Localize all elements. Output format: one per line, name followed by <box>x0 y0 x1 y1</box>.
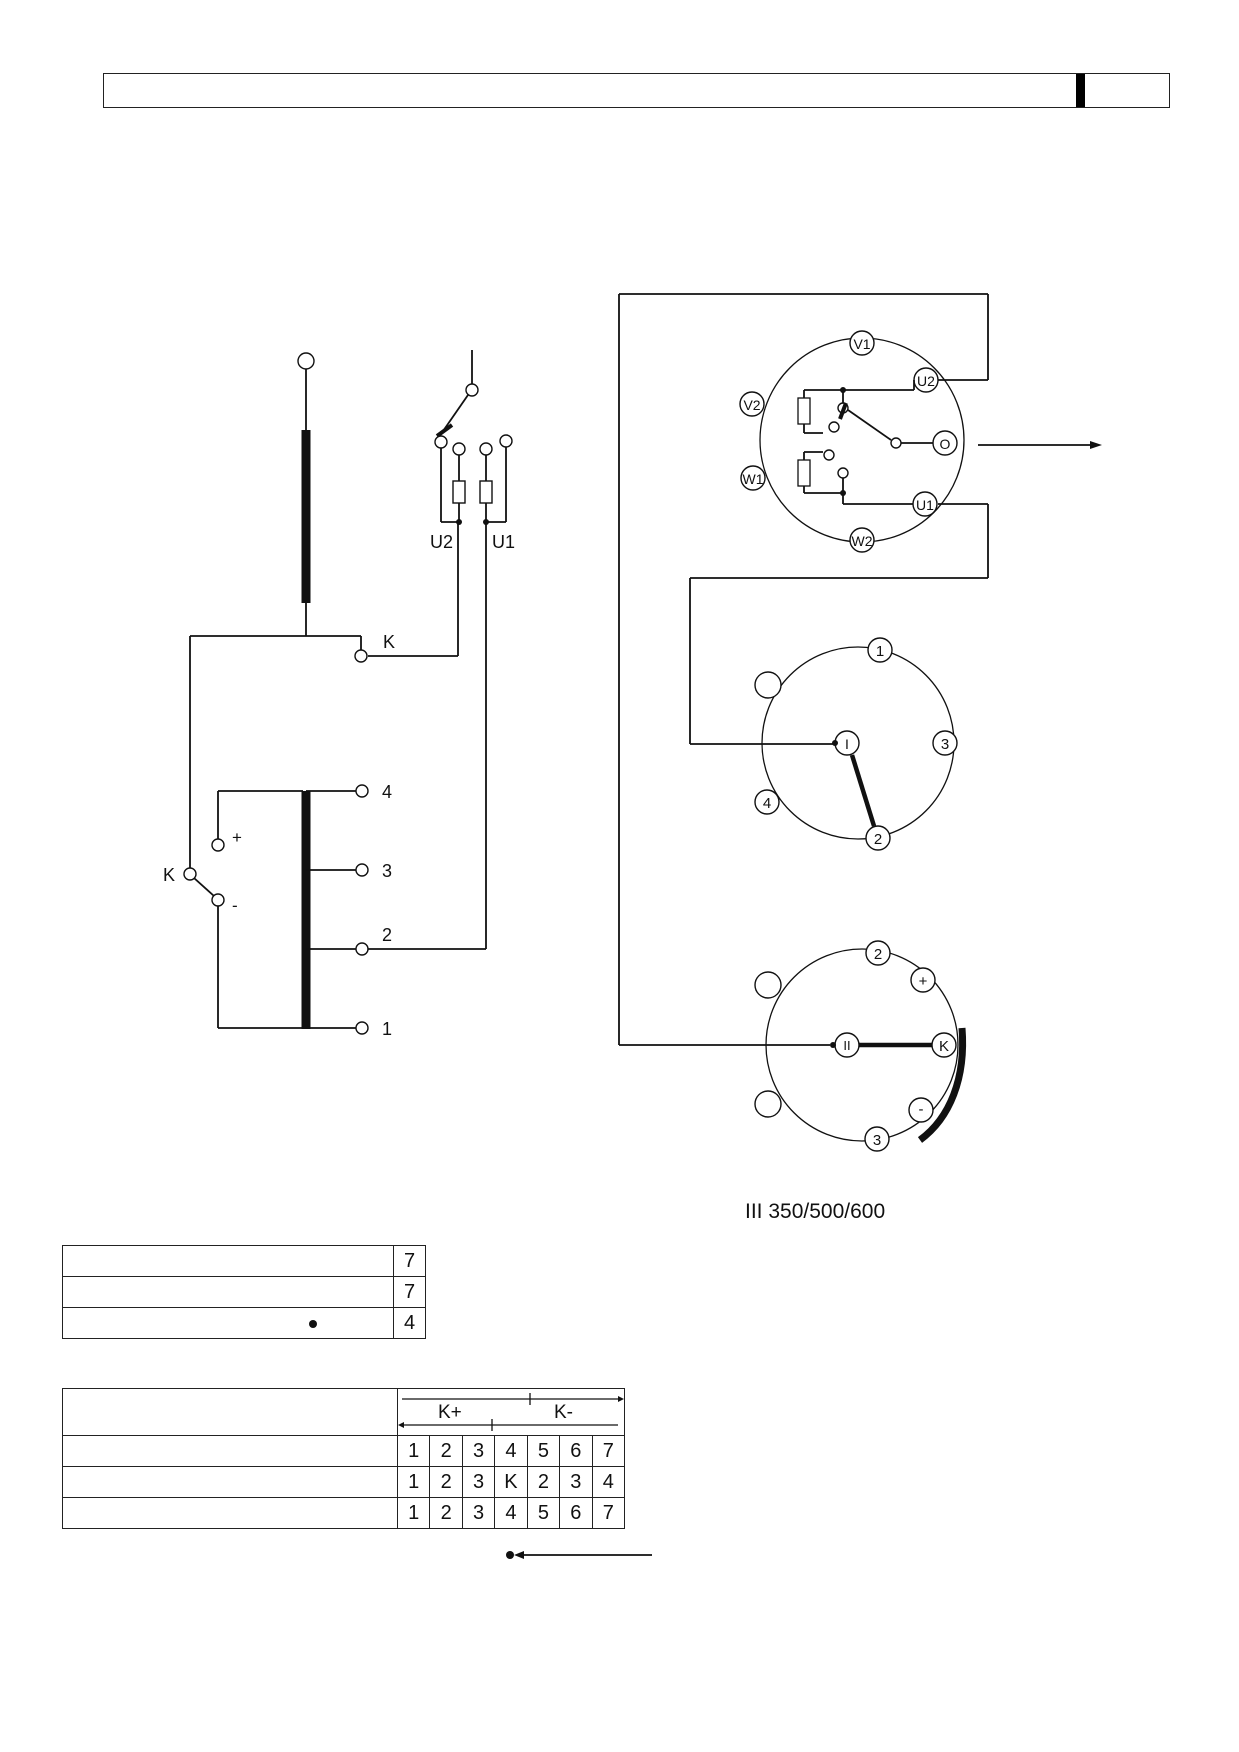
top-u1-label: U1 <box>916 497 934 513</box>
u2-label: U2 <box>430 532 453 552</box>
table-cell: 1 <box>396 1497 431 1529</box>
plus-terminal <box>211 838 225 852</box>
mid-2-label: 2 <box>874 831 882 848</box>
table-cell: 2 <box>429 1466 463 1498</box>
k-plus-label: K+ <box>438 1402 462 1423</box>
k-left-label: K <box>163 865 175 885</box>
tap-1-terminal <box>355 1021 369 1035</box>
bot-k-label: K <box>939 1038 949 1055</box>
table-a-value: 7 <box>393 1276 426 1308</box>
left-schematic: U2 U1 K K + - 4 3 2 1 <box>163 350 515 1039</box>
table-row: 1 2 3 4 5 6 7 <box>62 1497 626 1529</box>
table-cell: 3 <box>461 1497 496 1529</box>
table-cell: 2 <box>526 1466 561 1498</box>
minus-terminal <box>211 893 225 907</box>
k-terminal <box>354 649 368 663</box>
tap-3-label: 3 <box>382 861 392 881</box>
bot-2-label: 2 <box>874 946 882 963</box>
table-cell: 5 <box>526 1497 561 1529</box>
table-a-value: 4 <box>393 1307 426 1339</box>
table-cell: 3 <box>461 1435 496 1467</box>
mid-1-label: 1 <box>876 643 884 660</box>
table-row: 7 <box>62 1276 426 1308</box>
table-cell: 6 <box>559 1497 593 1529</box>
tap-4-label: 4 <box>382 782 392 802</box>
table-b-label-cell <box>62 1497 398 1529</box>
table-a-label-cell <box>62 1276 394 1308</box>
bot-plus-label: + <box>919 973 928 990</box>
plus-label: + <box>232 828 242 847</box>
right-schematic: V1 U2 V2 O W1 U1 W2 <box>618 293 1102 1223</box>
table-cell: 3 <box>461 1466 496 1498</box>
bot-ii-label: II <box>843 1038 850 1053</box>
tap-1-label: 1 <box>382 1019 392 1039</box>
k-switch-terminal <box>183 867 197 881</box>
table-a-value: 7 <box>393 1245 426 1277</box>
k-arc-contact <box>917 1027 967 1143</box>
k-minus-label: K- <box>554 1402 573 1423</box>
w2-label: W2 <box>852 533 873 549</box>
u1-label: U1 <box>492 532 515 552</box>
u1-resistor <box>479 480 493 504</box>
tap-3-terminal <box>355 863 369 877</box>
bot-minus-label: - <box>919 1101 924 1118</box>
table-cell: 4 <box>591 1466 626 1498</box>
v2-label: V2 <box>743 397 760 413</box>
table-row: 4 <box>62 1307 426 1339</box>
table-cell: 4 <box>494 1497 528 1529</box>
table-b-label-cell <box>62 1435 398 1467</box>
header-bar <box>103 73 1170 108</box>
table-cell: 1 <box>396 1466 431 1498</box>
top-terminal <box>297 352 315 370</box>
table-cell: 2 <box>429 1435 463 1467</box>
table-cell: 7 <box>591 1497 626 1529</box>
bottom-selector-switch <box>765 948 959 1142</box>
table-cell: 3 <box>559 1466 593 1498</box>
mid-3-label: 3 <box>941 736 949 753</box>
table-cell: 6 <box>559 1435 593 1467</box>
u2-resistor <box>452 480 466 504</box>
table-b-label-cell <box>62 1466 398 1498</box>
table-b-pointer <box>506 1551 652 1559</box>
table-a-label-cell <box>62 1245 394 1277</box>
w1-label: W1 <box>743 471 764 487</box>
row-marker-dot <box>309 1320 317 1328</box>
switch-pivot <box>465 383 479 397</box>
o-label: O <box>940 436 951 452</box>
k-top-label: K <box>383 632 395 652</box>
tap-4-terminal <box>355 784 369 798</box>
tap-2-label: 2 <box>382 925 392 945</box>
table-cell: 2 <box>429 1497 463 1529</box>
table-row: 1 2 3 4 5 6 7 <box>62 1435 626 1467</box>
table-b-header-row: K+ K- <box>62 1388 625 1436</box>
table-cell: 4 <box>494 1435 528 1467</box>
table-a: 7 7 4 <box>62 1245 426 1339</box>
table-cell: 7 <box>591 1435 626 1467</box>
top-u2-label: U2 <box>917 373 935 389</box>
minus-label: - <box>232 896 238 915</box>
table-b-header-positions: K+ K- <box>397 1388 625 1436</box>
v1-label: V1 <box>853 336 870 352</box>
tap-2-terminal <box>355 942 369 956</box>
table-cell: 1 <box>396 1435 431 1467</box>
table-b-header-label <box>62 1388 398 1436</box>
caption: III 350/500/600 <box>745 1200 885 1223</box>
k-direction-arrows: K+ K- <box>398 1393 624 1431</box>
mid-i-label: I <box>845 736 849 752</box>
table-cell: K <box>494 1466 528 1498</box>
bot-3-label: 3 <box>873 1132 881 1149</box>
table-cell: 5 <box>526 1435 561 1467</box>
table-a-label-cell <box>62 1307 394 1339</box>
table-b: K+ K- 1 2 3 4 5 6 7 1 2 3 K 2 3 4 1 2 3 … <box>62 1388 626 1529</box>
mid-4-label: 4 <box>763 795 771 812</box>
table-row: 1 2 3 K 2 3 4 <box>62 1466 626 1498</box>
header-bar-marker <box>1076 74 1085 107</box>
table-row: 7 <box>62 1245 426 1277</box>
